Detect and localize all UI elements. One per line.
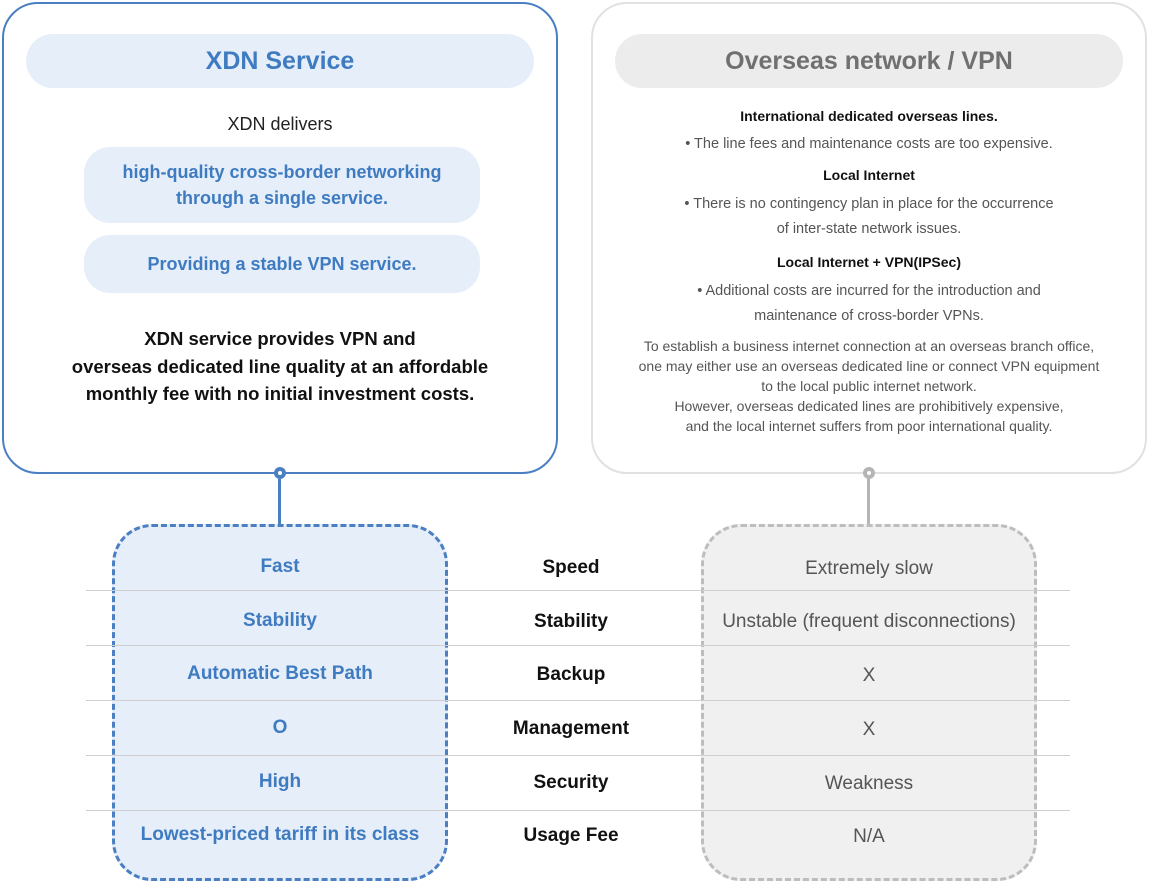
local-internet-heading: Local Internet bbox=[823, 167, 915, 183]
paragraph-line: to the local public internet network. bbox=[761, 378, 977, 394]
vpn-management-value: X bbox=[862, 719, 876, 740]
local-internet-vpn-bullet-line-2: maintenance of cross-border VPNs. bbox=[754, 308, 984, 324]
local-internet-vpn-bullet-line-1: • Additional costs are incurred for the … bbox=[697, 283, 1041, 299]
vpn-speed-value: Extremely slow bbox=[805, 558, 933, 579]
xdn-security-value: High bbox=[258, 771, 302, 792]
xdn-backup-value: Automatic Best Path bbox=[187, 663, 373, 684]
vpn-backup-value: X bbox=[862, 665, 876, 686]
paragraph-line: one may either use an overseas dedicated… bbox=[638, 358, 1100, 374]
vpn-comparison-column bbox=[701, 524, 1037, 881]
xdn-speed-value: Fast bbox=[260, 556, 300, 577]
xdn-usage-fee-value: Lowest-priced tariff in its class bbox=[140, 824, 420, 845]
xdn-stability-value: Stability bbox=[243, 610, 317, 631]
xdn-summary: XDN service provides VPN and overseas de… bbox=[4, 325, 556, 408]
paragraph-line: However, overseas dedicated lines are pr… bbox=[674, 398, 1064, 414]
xdn-summary-line-2: overseas dedicated line quality at an af… bbox=[71, 355, 489, 377]
row-divider bbox=[86, 810, 1070, 811]
xdn-comparison-column bbox=[112, 524, 448, 881]
local-internet-vpn-bullet: • Additional costs are incurred for the … bbox=[593, 279, 1145, 329]
security-label: Security bbox=[533, 772, 609, 793]
paragraph-line: To establish a business internet connect… bbox=[643, 338, 1095, 354]
vpn-usage-fee-value: N/A bbox=[853, 826, 885, 847]
stability-label: Stability bbox=[534, 611, 608, 632]
xdn-highlight-vpn: Providing a stable VPN service. bbox=[84, 235, 480, 293]
dedicated-lines-bullet: • The line fees and maintenance costs ar… bbox=[685, 136, 1053, 152]
xdn-summary-line-1: XDN service provides VPN and bbox=[144, 328, 416, 349]
xdn-highlight-networking: high-quality cross-border networking thr… bbox=[84, 147, 480, 223]
local-internet-bullet-line-1: • There is no contingency plan in place … bbox=[684, 196, 1054, 212]
xdn-service-title: XDN Service bbox=[26, 34, 534, 88]
backup-label: Backup bbox=[536, 664, 606, 685]
row-divider bbox=[86, 755, 1070, 756]
local-internet-bullet: • There is no contingency plan in place … bbox=[593, 192, 1145, 242]
vpn-connector-line bbox=[867, 479, 870, 525]
row-divider bbox=[86, 590, 1070, 591]
overseas-vpn-paragraph: To establish a business internet connect… bbox=[593, 336, 1145, 436]
dedicated-lines-heading: International dedicated overseas lines. bbox=[740, 108, 998, 124]
vpn-connector-dot bbox=[863, 467, 875, 479]
local-internet-vpn-heading: Local Internet + VPN(IPSec) bbox=[777, 254, 961, 270]
xdn-connector-dot bbox=[274, 467, 286, 479]
speed-label: Speed bbox=[542, 557, 600, 578]
usage-fee-label: Usage Fee bbox=[523, 825, 619, 846]
xdn-highlight-networking-line-1: high-quality cross-border networking bbox=[122, 162, 442, 182]
vpn-security-value: Weakness bbox=[824, 773, 914, 794]
vpn-stability-value: Unstable (frequent disconnections) bbox=[722, 611, 1016, 632]
xdn-delivers-text: XDN delivers bbox=[227, 114, 333, 134]
overseas-vpn-title: Overseas network / VPN bbox=[615, 34, 1123, 88]
xdn-connector-line bbox=[278, 479, 281, 525]
xdn-highlight-networking-line-2: through a single service. bbox=[175, 188, 389, 208]
xdn-summary-line-3: monthly fee with no initial investment c… bbox=[85, 383, 475, 404]
overseas-vpn-card: Overseas network / VPN International ded… bbox=[591, 2, 1147, 474]
management-label: Management bbox=[512, 718, 630, 739]
xdn-service-card: XDN Service XDN delivers high-quality cr… bbox=[2, 2, 558, 474]
row-divider bbox=[86, 645, 1070, 646]
local-internet-bullet-line-2: of inter-state network issues. bbox=[776, 221, 962, 237]
xdn-management-value: O bbox=[272, 717, 288, 738]
row-divider bbox=[86, 700, 1070, 701]
paragraph-line: and the local internet suffers from poor… bbox=[685, 418, 1053, 434]
